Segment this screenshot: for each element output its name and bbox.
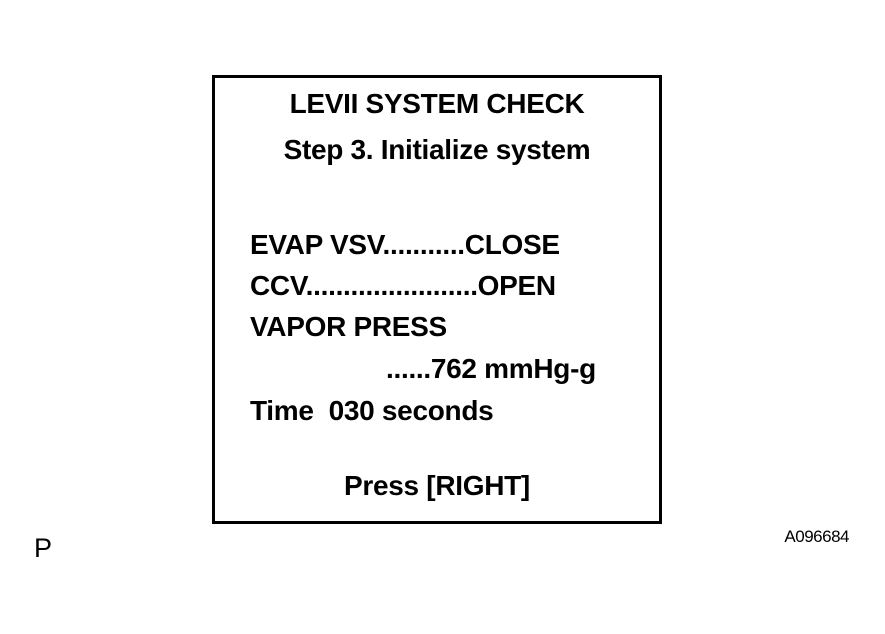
- display-subtitle: Step 3. Initialize system: [283, 134, 591, 165]
- evap-vsv-status: EVAP VSV...........CLOSE: [250, 229, 560, 260]
- ccv-status: CCV.......................OPEN: [250, 270, 556, 301]
- tester-display: LEVII SYSTEM CHECK Step 3. Initialize sy…: [212, 75, 662, 524]
- vapor-press-value: ......762 mmHg-g: [386, 353, 596, 384]
- figure-id: A096684: [784, 527, 849, 546]
- page-marker: P: [34, 533, 53, 563]
- display-title: LEVII SYSTEM CHECK: [289, 88, 585, 119]
- press-right-prompt: Press [RIGHT]: [344, 470, 530, 501]
- vapor-press-label: VAPOR PRESS: [250, 311, 447, 342]
- timer-readout: Time 030 seconds: [250, 395, 494, 426]
